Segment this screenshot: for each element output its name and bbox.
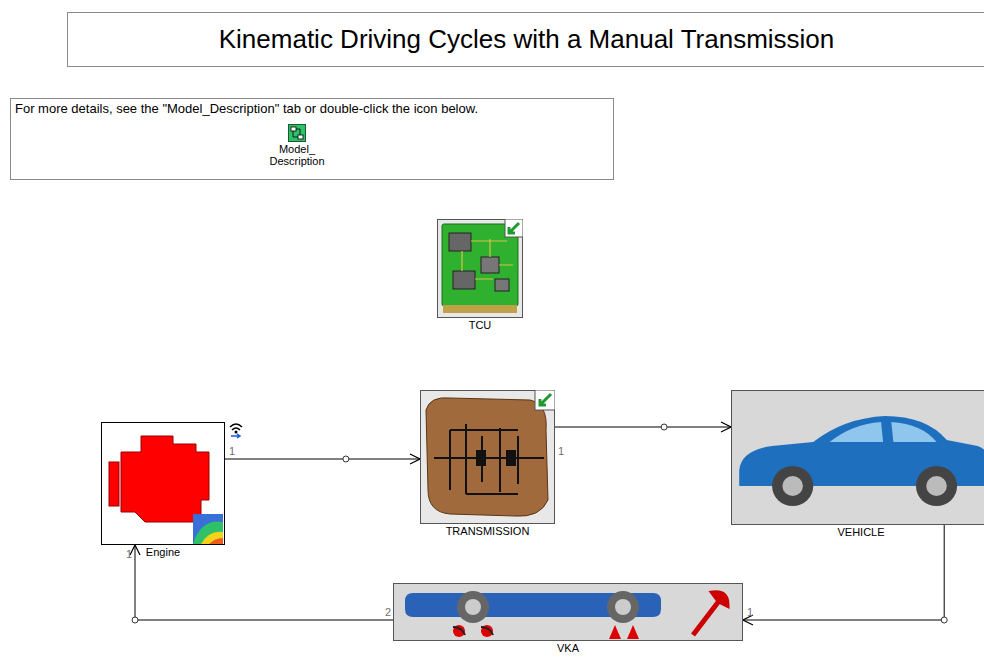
port-number: 1 [747,606,753,618]
vehicle-illustration [731,390,984,525]
block-name: VEHICLE [836,526,885,538]
subsystem-icon [288,124,306,142]
port-number: 1 [229,445,235,457]
port-number: 1 [126,548,132,560]
vehicle-kinematic-block: VKA [393,583,743,641]
engine-block: Engine [101,422,225,545]
port-number: 2 [385,606,391,618]
icon-caption: Model_ Description [257,143,337,167]
vehicle-block: VEHICLE [731,390,984,525]
controller-block: TCU [437,219,523,318]
note-box: For more details, see the "Model_Descrip… [10,98,614,180]
title-frame: Kinematic Driving Cycles with a Manual T… [67,12,984,67]
signal-connector [555,424,731,430]
wireless-symbol [228,421,244,439]
note-text: For more details, see the "Model_Descrip… [11,99,613,118]
block-name: TCU [468,319,493,331]
block-name: TRANSMISSION [445,525,531,537]
port-number: 1 [558,445,564,457]
signal-connector [225,456,420,462]
engine-illustration [101,422,225,545]
transmission-block: TRANSMISSION [420,390,555,524]
tcu-illustration [437,219,523,318]
signal-connector [132,545,393,623]
trans-illustration [420,390,555,524]
title-text: Kinematic Driving Cycles with a Manual T… [68,24,984,54]
block-name: Engine [145,546,181,558]
vka-illustration [393,583,743,641]
block-name: VKA [556,642,580,654]
signal-connector [743,525,947,623]
